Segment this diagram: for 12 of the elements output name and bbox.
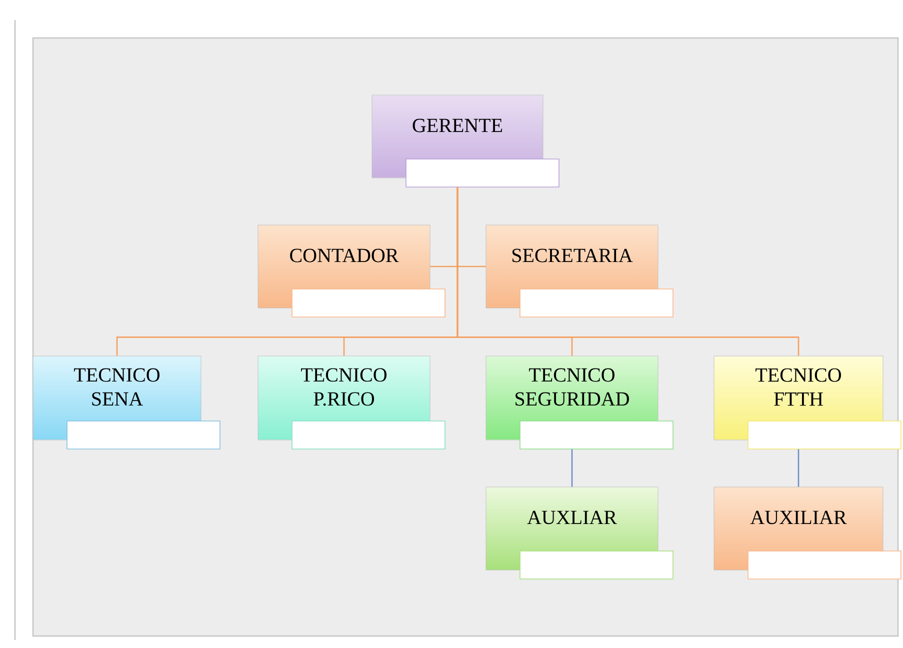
org-chart-box: SECRETARIA [486, 224, 674, 318]
connector-line [798, 449, 800, 487]
org-chart-box: GERENTE [372, 94, 560, 188]
connector-line [456, 187, 800, 356]
org-chart-box: AUXLIAR [486, 486, 674, 580]
org-chart-box: CONTADOR [258, 224, 446, 318]
connector-line [571, 449, 573, 487]
org-chart-box: TECNICO SENA [32, 356, 220, 450]
org-chart-box: TECNICO FTTH [714, 356, 902, 450]
org-chart-box: TECNICO SEGURIDAD [486, 356, 674, 450]
org-chart-box: AUXILIAR [714, 486, 902, 580]
org-chart-box: TECNICO P.RICO [258, 356, 446, 450]
